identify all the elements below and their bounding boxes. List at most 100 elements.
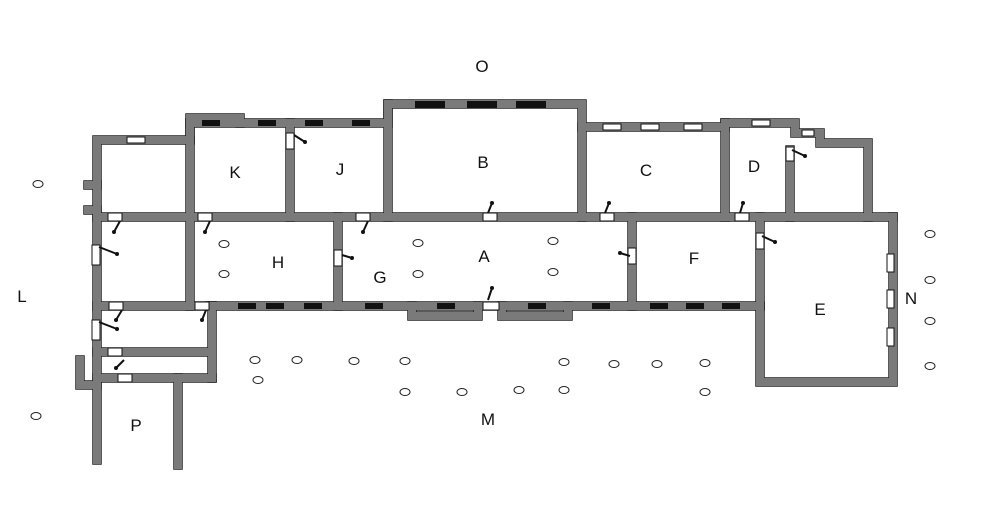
column-marker xyxy=(924,362,936,370)
window xyxy=(482,212,498,222)
door-handle xyxy=(490,201,494,205)
column-marker xyxy=(558,386,570,394)
door-handle xyxy=(361,230,365,234)
outside-label-n: N xyxy=(905,289,917,308)
column-marker xyxy=(608,360,620,368)
window xyxy=(686,303,704,309)
window xyxy=(238,303,256,309)
windows xyxy=(91,101,895,383)
window xyxy=(266,303,284,309)
door-handle xyxy=(115,327,119,331)
room-label-j: J xyxy=(336,160,345,179)
wall xyxy=(408,302,482,320)
room-label-c: C xyxy=(640,161,652,180)
window xyxy=(355,212,371,222)
door-handle xyxy=(203,230,207,234)
door-handle xyxy=(618,251,622,255)
doors xyxy=(98,134,807,370)
window xyxy=(107,212,123,222)
column-marker xyxy=(699,388,711,396)
door-handle xyxy=(741,201,745,205)
window xyxy=(91,319,101,341)
column-marker xyxy=(399,388,411,396)
window xyxy=(285,132,295,150)
door-handle xyxy=(490,286,494,290)
column-marker xyxy=(249,356,261,364)
window xyxy=(650,303,668,309)
door-handle xyxy=(114,318,118,322)
room-label-d: D xyxy=(748,157,760,176)
window xyxy=(801,129,815,137)
window xyxy=(516,101,546,108)
wall xyxy=(755,212,898,387)
window xyxy=(107,347,123,357)
window xyxy=(437,303,455,309)
window xyxy=(886,253,895,273)
column-marker xyxy=(412,239,424,247)
door-handle xyxy=(112,230,116,234)
door-swing xyxy=(791,149,806,157)
outside-label-l: L xyxy=(17,287,26,306)
column-marker xyxy=(348,357,360,365)
column-marker xyxy=(291,356,303,364)
window xyxy=(734,212,750,222)
wall xyxy=(756,213,897,386)
door-handle xyxy=(114,366,118,370)
window xyxy=(528,303,546,309)
window xyxy=(886,327,895,347)
window xyxy=(108,301,124,311)
door-handle xyxy=(773,240,777,244)
door-swing xyxy=(362,220,369,233)
column-marker xyxy=(924,230,936,238)
door-swing xyxy=(98,321,118,330)
window xyxy=(258,120,276,126)
window xyxy=(683,123,703,131)
column-marker xyxy=(456,388,468,396)
room-label-p: P xyxy=(130,416,141,435)
window xyxy=(304,303,322,309)
outside-label-m: M xyxy=(481,410,495,429)
window xyxy=(415,101,445,108)
wall xyxy=(186,114,244,127)
column-marker xyxy=(558,358,570,366)
door-swing xyxy=(761,235,776,243)
window xyxy=(886,289,895,309)
window xyxy=(467,101,497,108)
room-label-g: G xyxy=(373,268,386,287)
window xyxy=(640,123,660,131)
room-label-f: F xyxy=(689,249,699,268)
window xyxy=(751,119,771,127)
window xyxy=(117,373,133,383)
room-labels: B C D K J H G A F E P O L M N xyxy=(17,57,917,435)
wall xyxy=(498,302,572,320)
column-marker xyxy=(30,412,42,420)
window xyxy=(365,303,383,309)
window xyxy=(126,136,146,144)
column-marker xyxy=(699,359,711,367)
door-handle xyxy=(115,252,119,256)
column-marker xyxy=(547,268,559,276)
outside-label-o: O xyxy=(475,57,488,76)
column-marker xyxy=(924,276,936,284)
door-handle xyxy=(350,256,354,260)
door-handle xyxy=(607,201,611,205)
window xyxy=(202,120,220,126)
column-marker xyxy=(32,180,44,188)
column-marker xyxy=(547,237,559,245)
column-marker xyxy=(924,317,936,325)
room-label-e: E xyxy=(814,300,825,319)
column-marker xyxy=(513,386,525,394)
column-marker xyxy=(218,240,230,248)
door-swing xyxy=(487,287,493,301)
window xyxy=(592,303,610,309)
window xyxy=(197,212,213,222)
column-marker xyxy=(252,376,264,384)
door-swing xyxy=(113,220,121,233)
door-swing xyxy=(204,220,211,233)
window xyxy=(755,232,765,250)
window xyxy=(333,249,343,267)
window xyxy=(785,146,795,162)
door-swing xyxy=(293,134,306,143)
window xyxy=(352,120,370,126)
